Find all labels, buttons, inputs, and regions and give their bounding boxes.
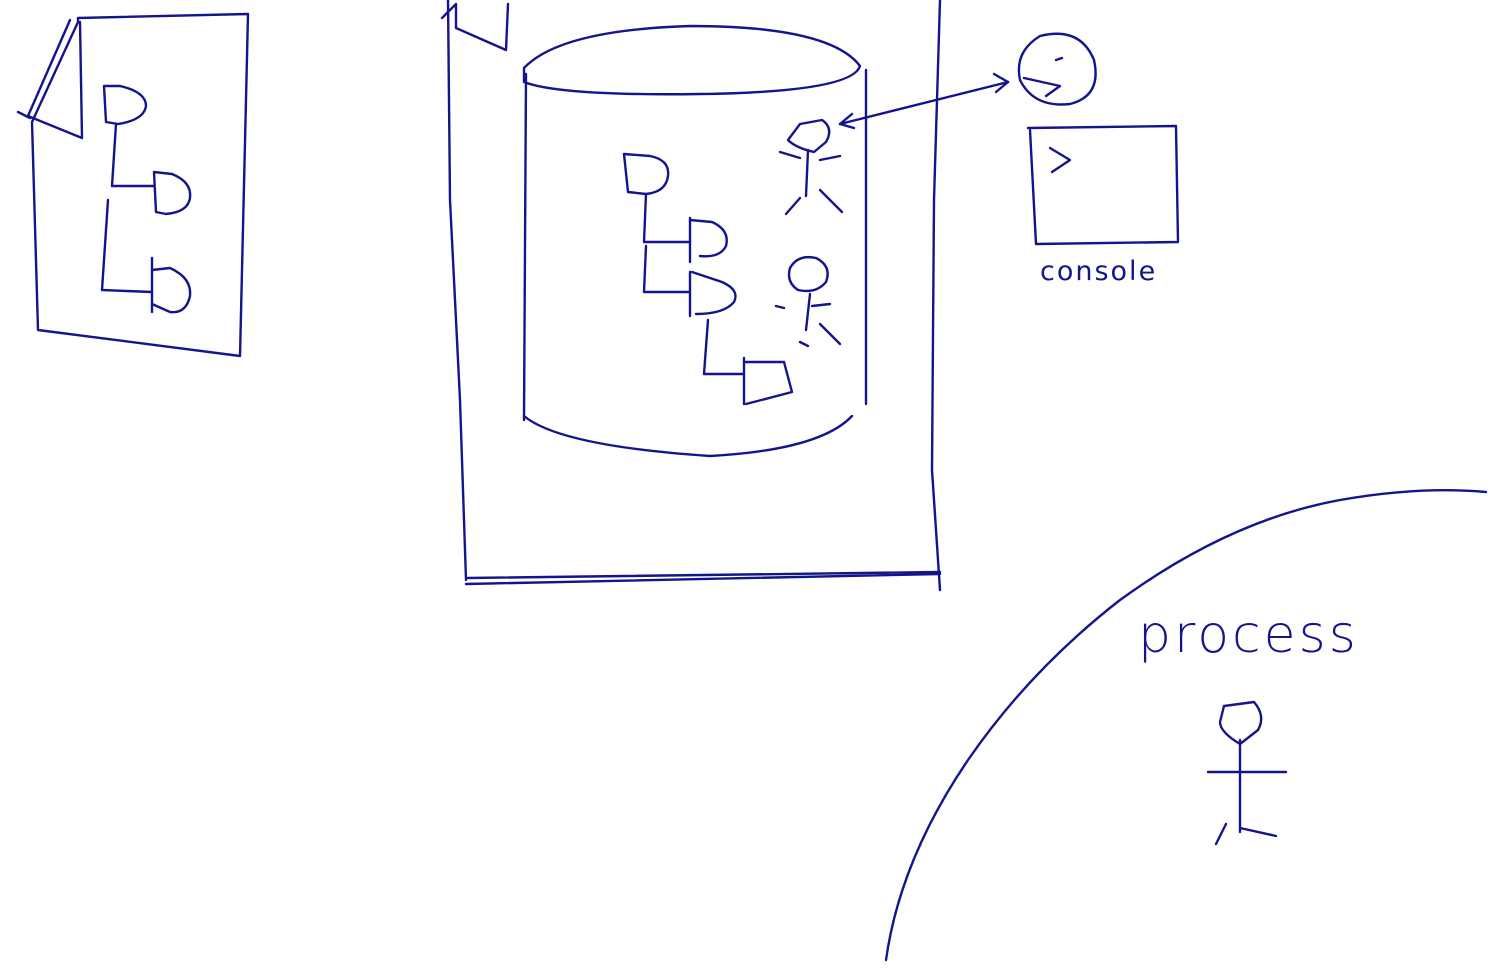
console-label: console xyxy=(1040,256,1157,287)
stick-figure-icon xyxy=(778,118,844,216)
process-label: process xyxy=(1138,605,1359,665)
component-tree-icon xyxy=(622,152,794,406)
console-terminal-icon xyxy=(1026,124,1180,246)
document-icon xyxy=(16,12,250,358)
process-region xyxy=(884,489,1488,962)
connection-arrow xyxy=(838,72,1010,130)
stick-figure-icon xyxy=(774,255,842,348)
database-cylinder-icon xyxy=(522,24,868,458)
user-face-icon xyxy=(1017,32,1097,106)
stick-figure-icon xyxy=(1206,700,1288,846)
component-tree-icon xyxy=(100,84,192,314)
